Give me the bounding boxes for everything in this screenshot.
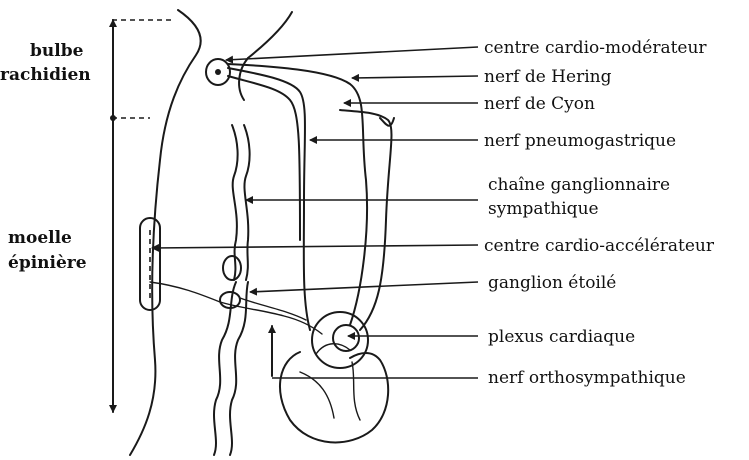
label-moelle-line1: moelle [8, 228, 72, 248]
spinal-centre [140, 218, 160, 310]
label-nerf-cyon: nerf de Cyon [484, 94, 595, 114]
label-plexus-cardiaque: plexus cardiaque [488, 327, 635, 347]
label-nerf-hering: nerf de Hering [484, 67, 612, 87]
label-nerf-orthosympathique: nerf orthosympathique [488, 368, 686, 388]
label-centre-moderateur: centre cardio-modérateur [484, 38, 707, 58]
label-ganglion-etoile: ganglion étoilé [488, 273, 616, 293]
sympathetic-chain [214, 125, 250, 455]
label-chaine-line2: sympathique [488, 199, 599, 219]
label-moelle-line2: épinière [8, 253, 87, 273]
label-chaine-line1: chaîne ganglionnaire [488, 175, 670, 195]
label-nerf-pneumogastrique: nerf pneumogastrique [484, 131, 676, 151]
cardiac-plexus [312, 312, 368, 368]
bulbar-centre [206, 59, 230, 85]
extent-bar [110, 20, 172, 412]
label-bulbe-line1: bulbe [30, 41, 84, 61]
heart [280, 344, 388, 443]
label-centre-accelerateur: centre cardio-accélérateur [484, 236, 715, 256]
label-bulbe-line2: rachidien [0, 65, 91, 85]
